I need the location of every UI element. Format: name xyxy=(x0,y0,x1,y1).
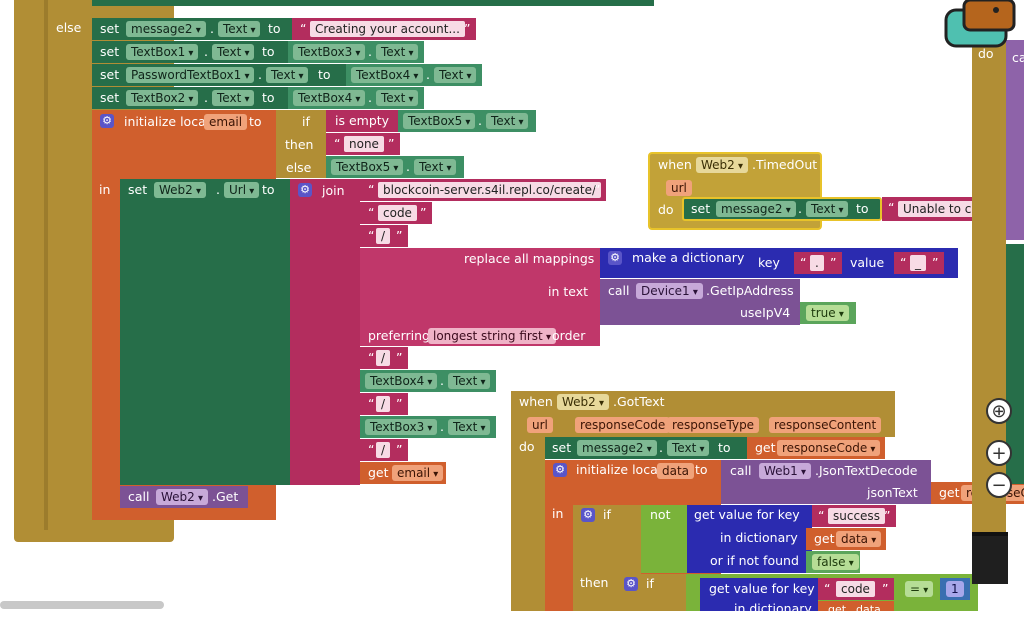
gear-icon[interactable]: ⚙ xyxy=(608,251,622,265)
get-email-block[interactable]: get email xyxy=(360,462,446,484)
success-string[interactable]: “ success ” xyxy=(812,505,896,527)
textbox4-getter-2[interactable]: TextBox4 . Text xyxy=(288,87,424,109)
slash-string-2[interactable]: “ / ” xyxy=(360,347,408,369)
gear-icon[interactable]: ⚙ xyxy=(298,183,312,197)
set-message2-timeout[interactable]: set message2 . Text to xyxy=(682,197,882,221)
param-url[interactable]: url xyxy=(666,180,692,196)
set-passwordtextbox1-row[interactable]: set PasswordTextBox1 . Text to xyxy=(92,64,346,86)
slash-string[interactable]: “ / ” xyxy=(360,225,408,247)
gear-icon[interactable]: ⚙ xyxy=(581,508,595,522)
slash-string-4[interactable]: “ / ” xyxy=(360,439,408,461)
zoom-out-icon[interactable]: − xyxy=(986,472,1012,498)
true-block[interactable]: true xyxy=(800,302,856,324)
nested-if-block[interactable]: ⚙ if xyxy=(616,574,686,611)
right-call-block[interactable]: ca xyxy=(1006,40,1024,240)
textbox5-getter[interactable]: TextBox5 . Text xyxy=(398,110,536,132)
get-value-for-key-block[interactable]: get value for key in dictionary or if no… xyxy=(687,505,812,573)
gear-icon[interactable]: ⚙ xyxy=(624,577,638,591)
equals-dropdown[interactable]: = xyxy=(905,581,934,597)
code-string[interactable]: “ code ” xyxy=(360,202,432,224)
backpack-icon xyxy=(944,0,1024,50)
url-string[interactable]: “ blockcoin-server.s4il.repl.co/create/ … xyxy=(360,179,606,201)
property-dropdown[interactable]: Text xyxy=(218,21,261,37)
is-empty-block[interactable]: is empty xyxy=(326,110,398,132)
set-message2-row[interactable]: set message2 . Text to xyxy=(92,18,292,40)
get-data-block[interactable]: get data xyxy=(806,528,886,550)
set-textbox2-row[interactable]: set TextBox2 . Text to xyxy=(92,87,288,109)
none-string[interactable]: “ none ” xyxy=(326,133,400,155)
local-var-name[interactable]: email xyxy=(204,114,248,130)
if-then-else-block[interactable] xyxy=(276,110,326,178)
top-set-row-partial[interactable] xyxy=(92,0,654,6)
when-web2-gottext-event[interactable]: when Web2 .GotText url responseCode resp… xyxy=(511,391,895,437)
get-responsecode[interactable]: get responseCode xyxy=(747,437,885,459)
preference-dropdown[interactable]: longest string first xyxy=(428,328,556,344)
else-label: else xyxy=(56,20,82,35)
join-block[interactable] xyxy=(290,179,360,485)
gear-icon[interactable]: ⚙ xyxy=(553,463,567,477)
slash-string-3[interactable]: “ / ” xyxy=(360,393,408,415)
replace-all-mappings-block[interactable]: replace all mappings in text preferring … xyxy=(360,248,600,346)
horizontal-scrollbar[interactable] xyxy=(0,601,164,609)
component-dropdown[interactable]: message2 xyxy=(126,21,206,37)
textbox3-getter-join[interactable]: TextBox3 . Text xyxy=(360,416,496,438)
code-string-2[interactable]: “ code ” xyxy=(818,578,894,600)
text-string-block[interactable]: “ Creating your account... ” xyxy=(292,18,476,40)
zoom-in-icon[interactable]: + xyxy=(986,440,1012,466)
call-device1-getipaddress[interactable]: call Device1 .GetIpAddress useIpV4 xyxy=(600,279,800,325)
gear-icon[interactable]: ⚙ xyxy=(100,114,114,128)
set-textbox1-row[interactable]: set TextBox1 . Text to xyxy=(92,41,288,63)
false-block[interactable]: false xyxy=(806,551,860,573)
set-message2-gottext[interactable]: set message2 . Text to xyxy=(545,437,747,459)
not-block[interactable]: not xyxy=(641,505,687,573)
textbox5-getter-else[interactable]: TextBox5 . Text xyxy=(326,156,464,178)
number-block[interactable]: 1 xyxy=(940,578,970,600)
textbox3-getter[interactable]: TextBox3 . Text xyxy=(288,41,424,63)
make-dictionary-block[interactable]: ⚙ make a dictionary xyxy=(600,248,750,278)
textbox4-getter[interactable]: TextBox4 . Text xyxy=(346,64,482,86)
center-target-icon[interactable]: ⊕ xyxy=(986,398,1012,424)
get-value-for-key-2[interactable]: get value for key in dictionary xyxy=(700,578,818,616)
textbox4-getter-join[interactable]: TextBox4 . Text xyxy=(360,370,496,392)
string-value[interactable]: Creating your account... xyxy=(310,21,465,37)
if-block-gottext[interactable]: ⚙ if then xyxy=(573,505,641,611)
call-web1-jsontextdecode[interactable]: call Web1 .JsonTextDecode jsonText xyxy=(721,460,931,504)
trash-icon[interactable] xyxy=(972,532,1008,584)
call-web2-get-block[interactable]: call Web2 .Get xyxy=(120,486,248,508)
set-web2-url-block[interactable]: set Web2 . Url to xyxy=(120,179,290,485)
pair-block[interactable]: key “ . ” value “ _ ” xyxy=(750,248,958,278)
